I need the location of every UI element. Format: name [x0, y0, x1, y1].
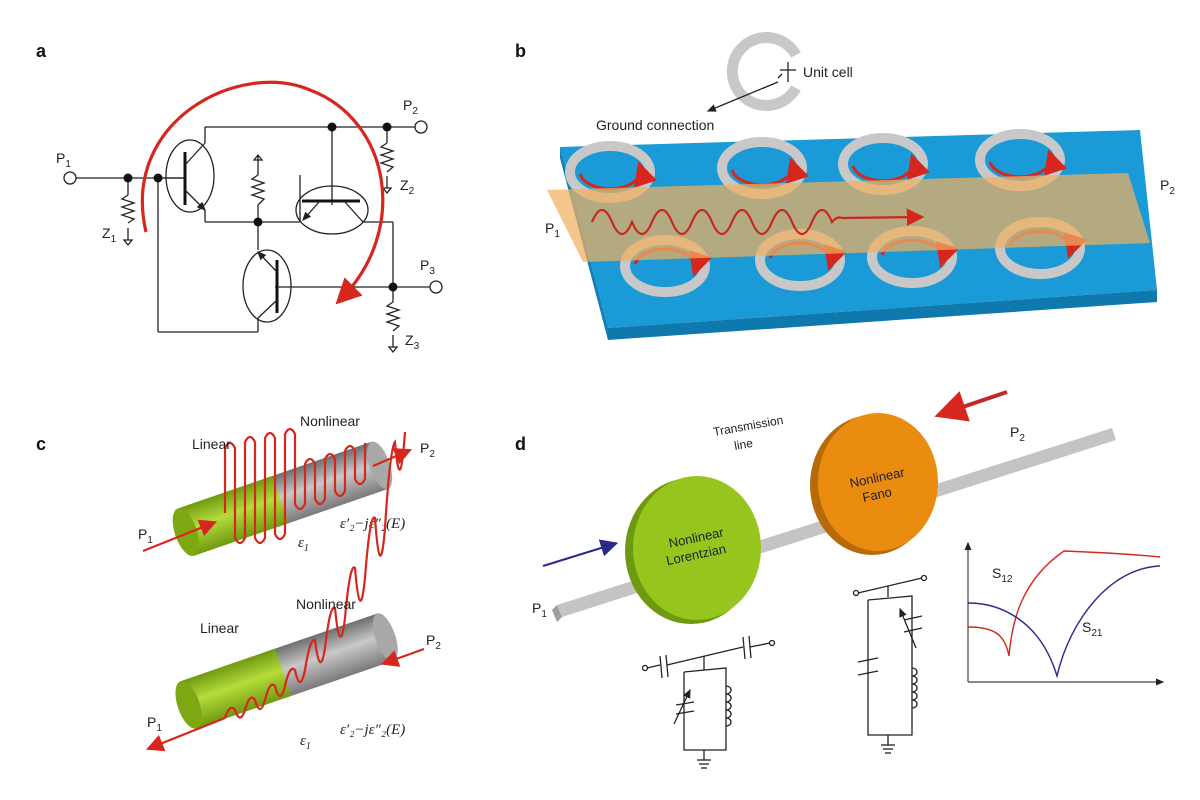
s12-label: S12: [992, 565, 1013, 585]
port-p1-label: P1: [545, 220, 560, 240]
port-p1-terminal: [63, 171, 77, 185]
s-parameter-plot: S12 S21: [964, 541, 1165, 686]
resistor-z1: [119, 194, 137, 224]
impedance-z3-label: Z3: [405, 332, 420, 352]
lorentzian-resonator: Nonlinear Lorentzian: [625, 476, 761, 624]
unit-cell-label: Unit cell: [803, 64, 853, 80]
ground-icon: [381, 187, 393, 195]
transistor-3: [242, 249, 292, 323]
cylinder-top: [172, 441, 393, 557]
port-p2-label: P2: [426, 632, 441, 652]
nonlinear-label: Nonlinear: [300, 413, 360, 429]
wave-signal-bottom: [223, 431, 407, 719]
panel-letter-c: c: [36, 434, 46, 454]
transmission-line-label: Transmission: [712, 413, 784, 439]
ground-icon: [387, 346, 399, 354]
fano-circuit: [852, 574, 928, 754]
nonlinear-label: Nonlinear: [296, 596, 356, 612]
junction-node: [153, 173, 163, 183]
port-p1-label: P1: [138, 526, 153, 546]
epsilon2-label: ε′₂−jε″₂(E): [340, 722, 405, 738]
panel-b: b Unit cell Ground connection: [515, 32, 1175, 340]
linear-label: Linear: [192, 436, 231, 452]
ground-connection-label: Ground connection: [596, 117, 714, 133]
port-p1-label: P1: [532, 600, 547, 620]
port-p2-terminal: [414, 120, 428, 134]
impedance-z1-label: Z1: [102, 225, 117, 245]
port-p3-terminal: [429, 280, 443, 294]
panel-d: d Nonlinear Lorentzian Nonlinear Fano Tr…: [515, 390, 1165, 769]
port-p1-label: P1: [147, 714, 162, 734]
lorentzian-circuit: [641, 635, 776, 769]
junction-node: [123, 173, 133, 183]
transmission-line-label: line: [733, 436, 754, 453]
port-p2-label: P2: [420, 440, 435, 460]
circulation-arrow: [140, 80, 385, 305]
port-p2-label: P2: [1160, 177, 1175, 197]
epsilon1-label: ε1: [298, 535, 309, 554]
epsilon1-label: ε1: [300, 733, 311, 752]
ground-connection-pointer: [706, 81, 779, 112]
input-arrow-p1: [142, 519, 218, 553]
wave-signal-top: [223, 427, 367, 545]
epsilon2-label: ε′₂−jε″₂(E): [340, 516, 405, 532]
port-p2-label: P2: [1010, 424, 1025, 444]
ground-icon: [122, 239, 134, 247]
resistor-bias: [249, 174, 267, 206]
wave-signal: [590, 208, 925, 236]
fano-resonator: Nonlinear Fano: [810, 413, 938, 555]
s12-curve: [967, 550, 1161, 657]
svg-text:Fano: Fano: [861, 484, 893, 505]
s21-label: S21: [1082, 619, 1103, 639]
input-arrow-p2: [380, 647, 425, 667]
junction-node: [327, 122, 337, 132]
substrate-edge: [608, 290, 1157, 340]
s21-curve: [967, 565, 1161, 679]
panel-letter-a: a: [36, 41, 47, 61]
output-arrow-p1: [145, 716, 226, 752]
unit-cell-icon: [726, 32, 801, 111]
transistor-1: [158, 139, 215, 213]
input-arrow-red: [934, 390, 1008, 422]
panel-a: a: [36, 41, 443, 354]
junction-node: [253, 217, 263, 227]
transistor-2: [295, 185, 369, 235]
panel-c: c Linear Nonlinear P1 P2 ε1 ε′₂−jε″₂(E) …: [36, 413, 441, 752]
impedance-z2-label: Z2: [400, 177, 415, 197]
junction-node: [388, 282, 398, 292]
supply-icon: [252, 153, 264, 161]
resistor-z2: [378, 142, 396, 173]
junction-node: [382, 122, 392, 132]
input-arrow-blue: [542, 539, 619, 568]
port-p1-label: P1: [56, 150, 71, 170]
port-p3-label: P3: [420, 257, 435, 277]
linear-label: Linear: [200, 620, 239, 636]
panel-letter-b: b: [515, 41, 526, 61]
resistor-z3: [384, 301, 402, 332]
panel-letter-d: d: [515, 434, 526, 454]
port-p2-label: P2: [403, 97, 418, 117]
